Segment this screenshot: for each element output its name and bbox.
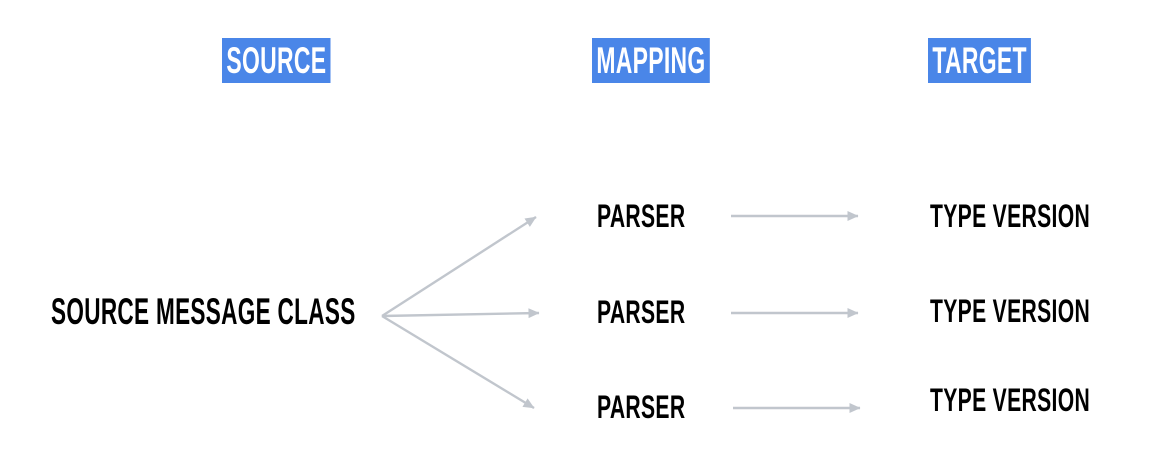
column-header-target-label: TARGET — [928, 38, 1032, 83]
node-source-message-class: SOURCE MESSAGE CLASS — [51, 292, 550, 332]
node-parser-3: PARSER — [597, 389, 731, 426]
node-parser-2: PARSER — [597, 294, 731, 331]
node-parser-3-label: PARSER — [597, 389, 686, 425]
node-type-version-3-label: TYPE VERSION — [930, 382, 1091, 418]
node-parser-2-label: PARSER — [597, 294, 686, 330]
node-type-version-1-label: TYPE VERSION — [930, 198, 1091, 234]
column-header-source-label: SOURCE — [222, 38, 331, 83]
node-type-version-2: TYPE VERSION — [930, 293, 1152, 330]
column-header-source: SOURCE — [222, 38, 397, 83]
column-header-mapping: MAPPING — [592, 38, 782, 83]
column-header-target: TARGET — [928, 38, 1094, 83]
node-source-message-class-label: SOURCE MESSAGE CLASS — [51, 291, 356, 332]
node-type-version-1: TYPE VERSION — [930, 198, 1152, 235]
node-parser-1-label: PARSER — [597, 198, 686, 234]
node-type-version-3: TYPE VERSION — [930, 382, 1152, 419]
node-parser-1: PARSER — [597, 198, 731, 235]
column-header-mapping-label: MAPPING — [592, 38, 710, 83]
node-type-version-2-label: TYPE VERSION — [930, 293, 1091, 329]
